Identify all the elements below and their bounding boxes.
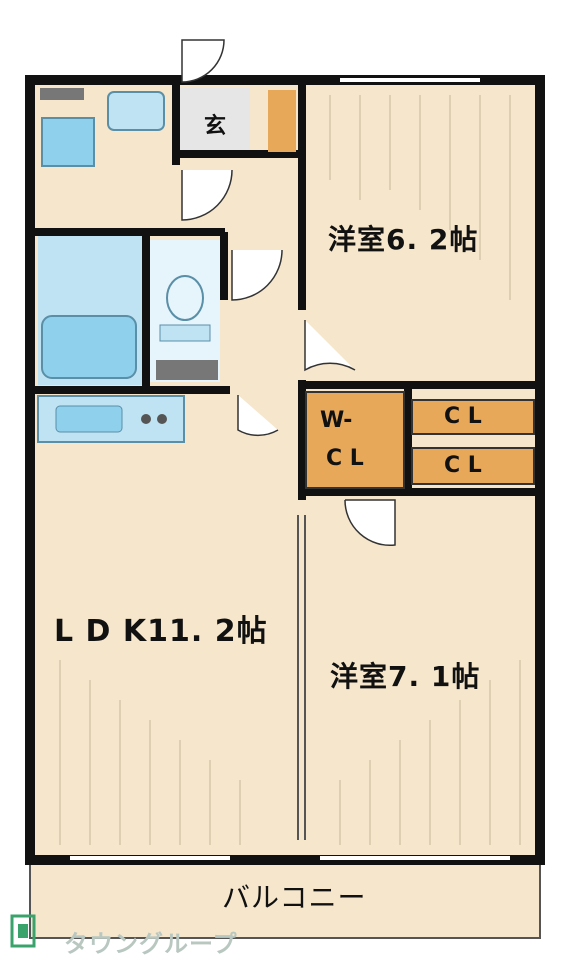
entrance-label: 玄 [204, 114, 227, 139]
toilet-shelf [156, 360, 218, 380]
western-room-1-label: 洋室6. 2帖 [328, 223, 479, 256]
balcony-area [29, 857, 541, 939]
stove-burner-2 [157, 414, 167, 424]
toilet-bowl [166, 275, 204, 321]
room2-door-swing [344, 499, 396, 547]
closet-1-label: C L [444, 404, 482, 429]
wash-basin [107, 91, 165, 131]
walk-in-closet [305, 391, 405, 489]
front-door-swing [181, 39, 225, 83]
shelf [40, 88, 84, 100]
entrance-floor [180, 88, 250, 150]
western-room-2-label: 洋室7. 1帖 [330, 660, 481, 693]
toilet-tank [159, 324, 211, 342]
kitchen-sink [55, 405, 123, 433]
ldk-door-swing [237, 395, 279, 437]
room1-door-swing [304, 320, 356, 372]
walk-in-closet-label-top: W- [320, 408, 353, 433]
company-logo-text: タウングループ [64, 930, 238, 958]
stove-burner-1 [141, 414, 151, 424]
ldk-label: L D K11. 2帖 [54, 614, 268, 649]
bathtub [41, 315, 137, 379]
closet-2 [411, 447, 535, 485]
walk-in-closet-label-bottom: C L [326, 446, 364, 471]
closet-1 [411, 399, 535, 435]
floor-texture [59, 95, 521, 845]
washing-machine-pan [41, 117, 95, 167]
toilet-door-swing [231, 249, 283, 301]
company-logo [10, 914, 36, 948]
washroom-door-swing [181, 169, 233, 221]
closet-2-label: C L [444, 453, 482, 478]
balcony-label: バルコニー [222, 881, 367, 914]
shoe-cabinet [268, 90, 296, 152]
